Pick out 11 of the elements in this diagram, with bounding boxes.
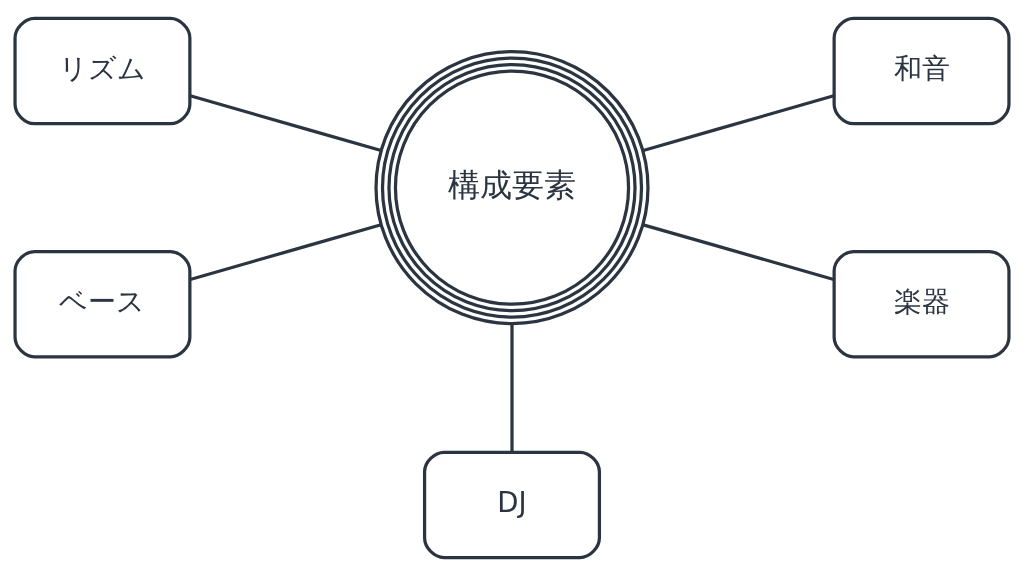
node-box: ベース xyxy=(13,249,192,359)
node-circle: 構成要素 xyxy=(374,50,650,326)
connector xyxy=(189,94,382,153)
connector xyxy=(189,223,382,282)
connector xyxy=(510,324,514,453)
node-box: DJ xyxy=(422,450,602,560)
node-box: 楽器 xyxy=(832,249,1011,359)
connector xyxy=(642,223,835,282)
node-box: 和音 xyxy=(832,16,1011,126)
node-box: リズム xyxy=(13,16,192,126)
connector xyxy=(642,94,835,152)
